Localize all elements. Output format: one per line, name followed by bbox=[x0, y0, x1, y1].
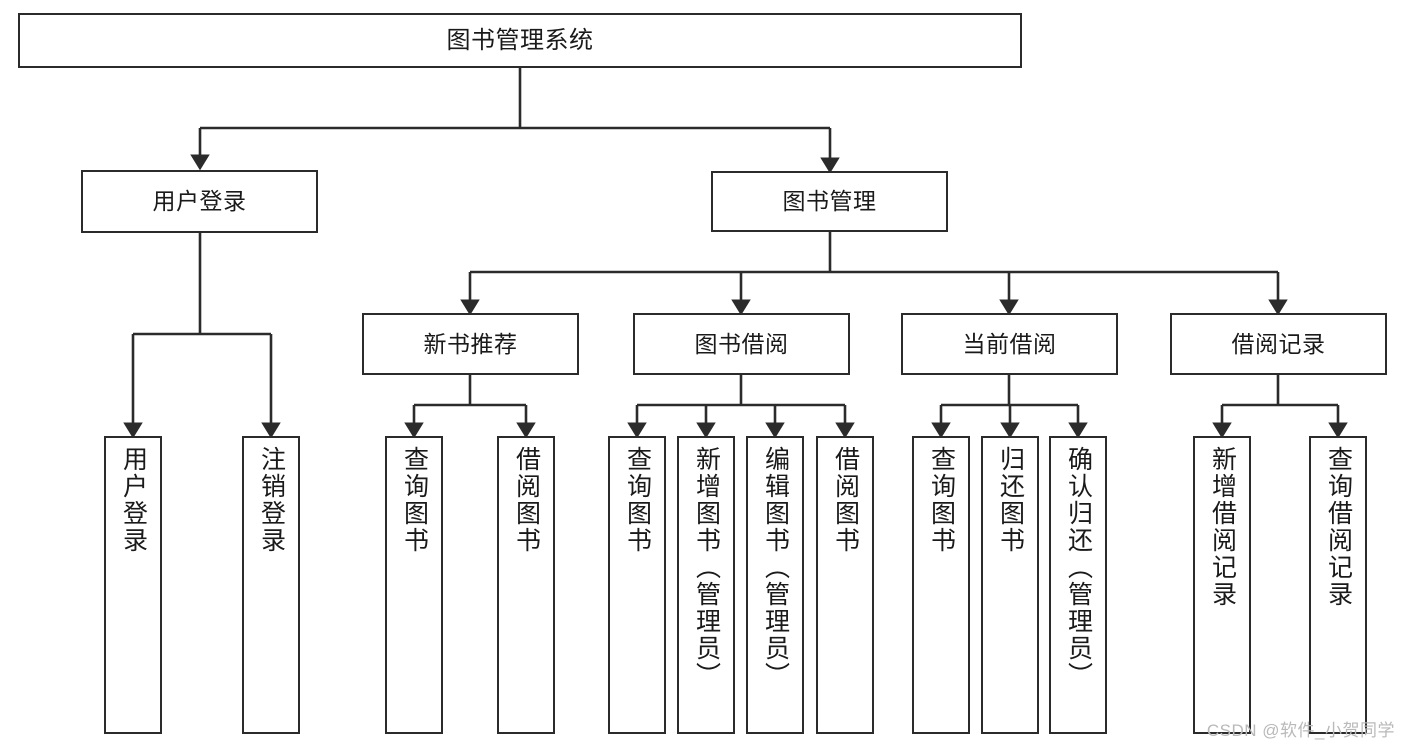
leaf-user-login-login[interactable]: 用户登录 bbox=[104, 436, 162, 734]
node-label: 查询图书 bbox=[927, 446, 956, 554]
node-label: 图书管理 bbox=[782, 188, 877, 215]
node-label: 新书推荐 bbox=[423, 330, 518, 357]
node-borrow-record[interactable]: 借阅记录 bbox=[1170, 313, 1387, 375]
node-label: 图书借阅 bbox=[694, 330, 789, 357]
leaf-book-borrow-borrow-books[interactable]: 借阅图书 bbox=[816, 436, 874, 734]
node-book-management[interactable]: 图书管理 bbox=[711, 171, 948, 232]
node-label: 借阅图书 bbox=[831, 446, 860, 554]
node-user-login[interactable]: 用户登录 bbox=[81, 170, 318, 233]
leaf-book-borrow-query-books[interactable]: 查询图书 bbox=[608, 436, 666, 734]
node-label: 新增图书（管理员） bbox=[692, 446, 721, 689]
node-label: 图书管理系统 bbox=[446, 26, 594, 54]
node-label: 用户登录 bbox=[119, 446, 148, 554]
node-label: 查询图书 bbox=[623, 446, 652, 554]
leaf-current-borrow-query-books[interactable]: 查询图书 bbox=[912, 436, 970, 734]
node-label: 当前借阅 bbox=[962, 330, 1057, 357]
leaf-current-borrow-return-books[interactable]: 归还图书 bbox=[981, 436, 1039, 734]
node-label: 借阅记录 bbox=[1231, 330, 1326, 357]
csdn-watermark: CSDN @软件_小贺同学 bbox=[1206, 721, 1395, 740]
node-label: 用户登录 bbox=[152, 188, 247, 215]
node-current-borrow[interactable]: 当前借阅 bbox=[901, 313, 1118, 375]
node-label: 注销登录 bbox=[257, 446, 286, 554]
node-label: 归还图书 bbox=[996, 446, 1025, 554]
node-label: 新增借阅记录 bbox=[1208, 446, 1237, 608]
node-root-book-management-system[interactable]: 图书管理系统 bbox=[18, 13, 1022, 68]
leaf-borrow-record-add-record[interactable]: 新增借阅记录 bbox=[1193, 436, 1251, 734]
node-label: 借阅图书 bbox=[512, 446, 541, 554]
node-new-book-recommend[interactable]: 新书推荐 bbox=[362, 313, 579, 375]
leaf-new-book-query-books[interactable]: 查询图书 bbox=[385, 436, 443, 734]
leaf-borrow-record-query-record[interactable]: 查询借阅记录 bbox=[1309, 436, 1367, 734]
node-label: 查询图书 bbox=[400, 446, 429, 554]
node-label: 编辑图书（管理员） bbox=[761, 446, 790, 689]
node-label: 确认归还（管理员） bbox=[1064, 446, 1093, 689]
leaf-new-book-borrow-books[interactable]: 借阅图书 bbox=[497, 436, 555, 734]
node-label: 查询借阅记录 bbox=[1324, 446, 1353, 608]
node-book-borrow[interactable]: 图书借阅 bbox=[633, 313, 850, 375]
leaf-book-borrow-add-book-admin[interactable]: 新增图书（管理员） bbox=[677, 436, 735, 734]
leaf-book-borrow-edit-book-admin[interactable]: 编辑图书（管理员） bbox=[746, 436, 804, 734]
leaf-user-login-logout[interactable]: 注销登录 bbox=[242, 436, 300, 734]
leaf-current-borrow-confirm-return-admin[interactable]: 确认归还（管理员） bbox=[1049, 436, 1107, 734]
